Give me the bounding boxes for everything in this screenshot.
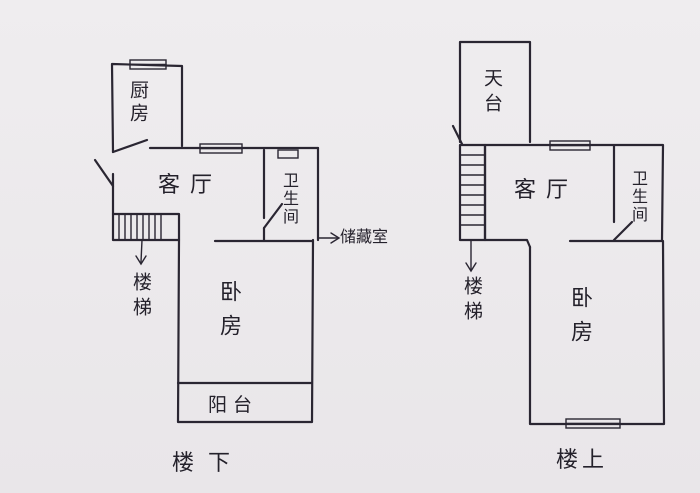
bedroom-label-down: 卧房 <box>216 280 241 348</box>
stairs-treads-down <box>118 213 162 241</box>
balcony-label: 阳台 <box>208 394 259 416</box>
bathroom-walls-down <box>262 146 320 242</box>
bathroom-label-up: 卫生间 <box>629 170 648 224</box>
bathroom-window-down <box>277 149 299 159</box>
stairs-arrow-down <box>140 239 143 263</box>
terrace-label: 天台 <box>481 68 503 118</box>
stairs-arrowhead-down <box>135 255 147 266</box>
bathroom-door-down <box>262 202 284 230</box>
bathroom-label-down: 卫生间 <box>280 172 299 226</box>
kitchen-label: 厨房 <box>127 80 149 126</box>
entrance-door <box>93 158 115 188</box>
upstairs-plan <box>451 40 666 429</box>
upstairs-caption: 楼上 <box>556 448 609 473</box>
downstairs-caption: 楼下 <box>172 451 245 476</box>
stairs-label-up: 楼梯 <box>461 276 483 326</box>
living-room-label-up: 客厅 <box>514 178 579 203</box>
living-room-label-down: 客厅 <box>158 173 223 198</box>
stairs-label-down: 楼梯 <box>130 272 152 322</box>
bedroom-label-up: 卧房 <box>567 286 592 354</box>
stairs-treads-up <box>459 154 486 226</box>
storage-arrowhead <box>330 232 341 244</box>
storage-label: 储藏室 <box>340 227 389 246</box>
bedroom-walls-up <box>528 239 666 426</box>
stairs-block-down <box>111 212 181 242</box>
stairs-arrowhead-up <box>465 262 477 273</box>
terrace-door <box>451 124 464 146</box>
kitchen-door <box>111 138 149 154</box>
downstairs-plan <box>93 59 341 424</box>
bedroom-walls-down <box>176 238 315 424</box>
terrace-walls <box>458 40 532 144</box>
stairs-block-up <box>458 143 487 242</box>
bathroom-door-up <box>612 220 634 242</box>
